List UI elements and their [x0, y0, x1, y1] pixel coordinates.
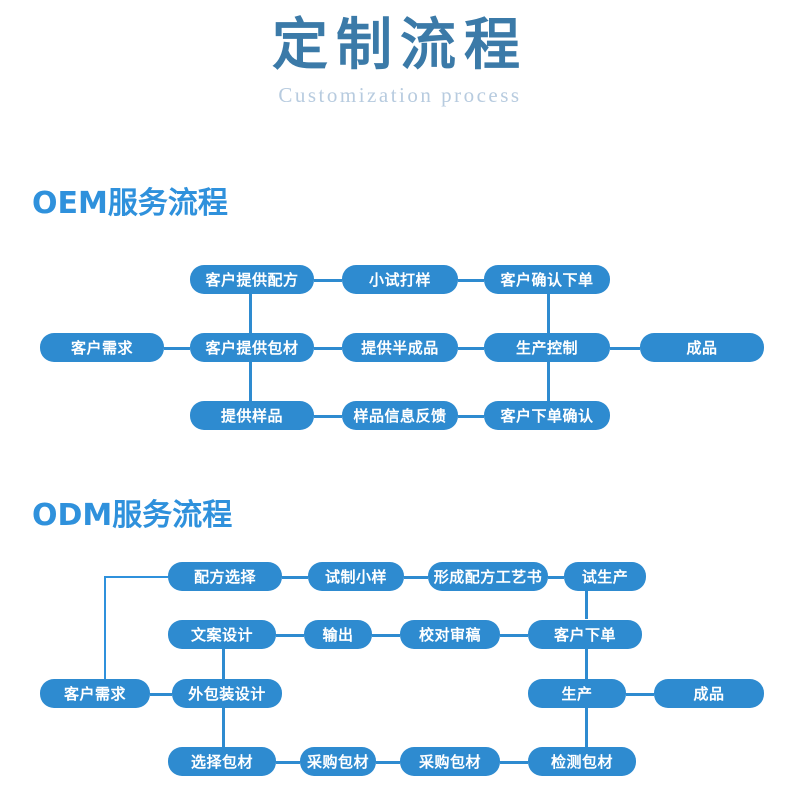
flow-node-odm-customer-places-order[interactable]: 客户下单 [528, 620, 642, 649]
connector-oem-r2-b [314, 347, 342, 350]
connector-odm-c5-v1 [585, 591, 588, 619]
page-title: 定制流程 [272, 13, 528, 78]
flow-node-odm-proofreading-review[interactable]: 校对审稿 [400, 620, 500, 649]
connector-odm-r2-c [500, 634, 528, 637]
connector-odm-c5-v2 [585, 649, 588, 679]
connector-oem-r2-d [610, 347, 640, 350]
flow-node-oem-customer-provides-formula[interactable]: 客户提供配方 [190, 265, 314, 294]
connector-odm-r2-a [276, 634, 304, 637]
connector-odm-r1-a [282, 576, 308, 579]
connector-oem-r2-c [458, 347, 484, 350]
flow-node-oem-customer-order-confirm[interactable]: 客户下单确认 [484, 401, 610, 430]
connector-odm-r1-b [404, 576, 428, 579]
flow-node-odm-finished-product[interactable]: 成品 [654, 679, 764, 708]
connector-odm-c2-v1 [222, 649, 225, 679]
flow-node-odm-select-packaging[interactable]: 选择包材 [168, 747, 276, 776]
flow-node-oem-customer-requirement[interactable]: 客户需求 [40, 333, 164, 362]
flow-node-odm-formula-selection[interactable]: 配方选择 [168, 562, 282, 591]
flow-node-odm-customer-requirement[interactable]: 客户需求 [40, 679, 150, 708]
flow-node-oem-trial-sample[interactable]: 小试打样 [342, 265, 458, 294]
flow-node-odm-purchase-packaging-1[interactable]: 采购包材 [300, 747, 376, 776]
flow-node-oem-supply-semifinished[interactable]: 提供半成品 [342, 333, 458, 362]
flow-node-oem-finished-product[interactable]: 成品 [640, 333, 764, 362]
section-heading-oem: OEM服务流程 [32, 186, 228, 221]
flow-node-odm-formula-process-document[interactable]: 形成配方工艺书 [428, 562, 548, 591]
connector-oem-c2-v2 [249, 362, 252, 401]
connector-odm-r3-a [150, 693, 172, 696]
connector-odm-r4-b [376, 761, 400, 764]
connector-oem-r3-b [458, 415, 484, 418]
connector-oem-r1-a [314, 279, 342, 282]
page-subtitle: Customization process [278, 83, 522, 107]
flow-node-odm-production[interactable]: 生产 [528, 679, 626, 708]
connector-oem-c4-v2 [547, 362, 550, 401]
connector-odm-r4-a [276, 761, 300, 764]
page-header: 定制流程 Customization process [0, 12, 800, 110]
connector-odm-r1-c [548, 576, 564, 579]
connector-odm-left-bracket-vertical [104, 576, 106, 694]
flow-node-oem-customer-provides-packaging[interactable]: 客户提供包材 [190, 333, 314, 362]
connector-oem-c2-v1 [249, 294, 252, 333]
connector-oem-r1-b [458, 279, 484, 282]
connector-oem-c4-v1 [547, 294, 550, 333]
flow-node-odm-purchase-packaging-2[interactable]: 采购包材 [400, 747, 500, 776]
flow-node-oem-production-control[interactable]: 生产控制 [484, 333, 610, 362]
flow-node-odm-trial-small-sample[interactable]: 试制小样 [308, 562, 404, 591]
flow-node-oem-sample-feedback[interactable]: 样品信息反馈 [342, 401, 458, 430]
section-heading-odm: ODM服务流程 [32, 498, 233, 533]
flow-node-odm-trial-production[interactable]: 试生产 [564, 562, 646, 591]
connector-odm-left-bracket-horizontal [104, 576, 168, 578]
connector-odm-r3-b [626, 693, 654, 696]
connector-odm-c2-v2 [222, 708, 225, 747]
flow-node-odm-output[interactable]: 输出 [304, 620, 372, 649]
flow-node-oem-provide-sample[interactable]: 提供样品 [190, 401, 314, 430]
connector-oem-r3-a [314, 415, 342, 418]
connector-oem-r2-a [164, 347, 190, 350]
flow-node-odm-outer-packaging-design[interactable]: 外包装设计 [172, 679, 282, 708]
connector-odm-r4-c [500, 761, 528, 764]
connector-odm-c5-v3 [585, 708, 588, 747]
connector-odm-r2-b [372, 634, 400, 637]
flow-node-odm-inspect-packaging[interactable]: 检测包材 [528, 747, 636, 776]
flow-node-oem-customer-confirms-order[interactable]: 客户确认下单 [484, 265, 610, 294]
flow-node-odm-copywriting-design[interactable]: 文案设计 [168, 620, 276, 649]
